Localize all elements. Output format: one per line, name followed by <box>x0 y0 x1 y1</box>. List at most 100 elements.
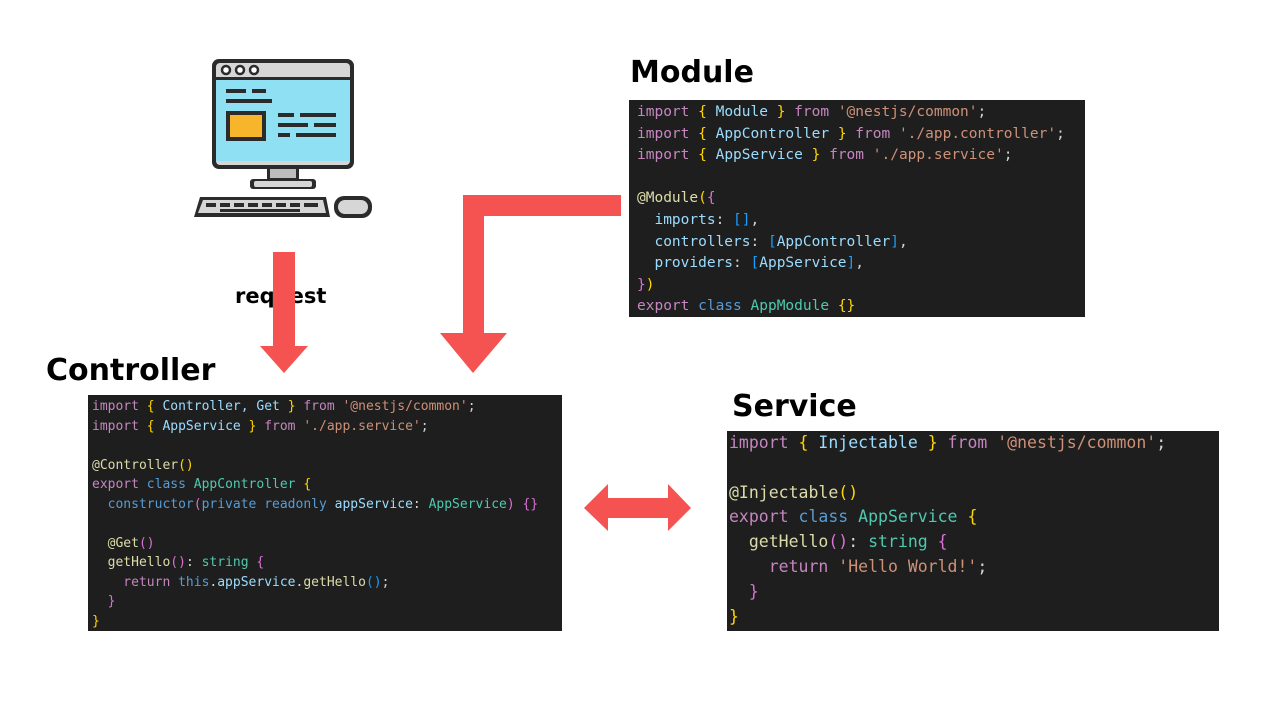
code-line: import { AppService } from './app.servic… <box>637 145 1085 167</box>
code-token: ) <box>185 457 194 473</box>
code-token: [] <box>733 211 751 228</box>
code-token: } <box>729 581 759 601</box>
code-token <box>689 147 698 163</box>
code-line: } <box>92 612 562 632</box>
code-token <box>958 507 968 526</box>
code-token: ) <box>178 555 186 570</box>
code-token: './app.service' <box>303 418 421 434</box>
code-token: providers <box>637 255 734 272</box>
code-token: imports <box>637 211 716 228</box>
code-token: { <box>256 555 265 570</box>
code-token: '@nestjs/common' <box>342 399 468 414</box>
code-token: return <box>92 574 179 590</box>
service-title: Service <box>732 389 857 424</box>
controller-title: Controller <box>46 353 216 388</box>
code-token: getHello <box>729 532 829 552</box>
code-token: : <box>848 532 869 552</box>
code-token: AppModule <box>750 298 830 315</box>
code-token: } <box>927 433 938 452</box>
code-token: ) <box>838 532 849 552</box>
code-token: @Get <box>92 535 139 551</box>
code-token: } <box>248 418 257 434</box>
code-token: { <box>967 507 978 527</box>
code-token: } <box>92 613 100 629</box>
code-token: controllers <box>637 233 751 250</box>
code-token: { <box>698 104 707 120</box>
code-token: ( <box>365 574 374 590</box>
code-token: ; <box>1056 125 1065 142</box>
code-token: ) <box>373 574 382 590</box>
service-code-panel: import { Injectable } from '@nestjs/comm… <box>727 431 1219 631</box>
code-token: AppService <box>706 147 812 164</box>
controller-service-arrow <box>584 484 691 531</box>
code-token: {} <box>837 298 856 315</box>
code-token: { <box>146 399 155 414</box>
code-token: Module <box>706 104 777 120</box>
code-token: '@nestjs/common' <box>837 104 978 120</box>
code-token: import <box>92 418 139 434</box>
code-line: controllers: [AppController], <box>637 232 1085 254</box>
code-line: import { Module } from '@nestjs/common'; <box>637 102 1085 124</box>
code-token: from <box>820 147 873 164</box>
code-line: return 'Hello World!'; <box>729 555 1219 580</box>
code-token: { <box>798 433 809 452</box>
code-token: import <box>729 433 789 452</box>
code-token: , <box>855 255 865 272</box>
code-token: ) <box>848 482 859 502</box>
code-token: ; <box>381 574 390 590</box>
code-token: [ <box>750 255 760 272</box>
code-token: @Controller <box>92 457 179 473</box>
code-token: , <box>750 211 760 228</box>
code-token: appService <box>334 496 413 512</box>
module-title: Module <box>630 55 754 90</box>
code-token: this <box>178 574 210 590</box>
code-token: } <box>776 104 786 120</box>
code-token: AppService <box>858 507 958 527</box>
code-token: } <box>837 125 847 142</box>
code-line: }) <box>637 275 1085 297</box>
code-line: return this.appService.getHello(); <box>92 573 562 593</box>
code-line <box>729 456 1219 481</box>
code-token: AppController <box>706 125 838 142</box>
code-line: imports: [], <box>637 210 1085 232</box>
code-token <box>789 433 799 452</box>
code-token: ; <box>467 399 476 414</box>
code-token: from <box>846 125 899 142</box>
code-token: . <box>209 574 218 590</box>
code-token: private readonly <box>201 496 335 512</box>
code-token: { <box>303 477 312 492</box>
code-token: '@nestjs/common' <box>997 433 1157 452</box>
code-token: } <box>287 399 296 414</box>
code-token: ( <box>838 482 849 502</box>
code-token: ; <box>1156 433 1167 452</box>
code-token: string <box>201 555 249 570</box>
code-token: ] <box>890 233 899 250</box>
code-token: { <box>698 147 707 164</box>
code-token: ( <box>698 190 707 207</box>
code-token: './app.controller' <box>898 125 1057 142</box>
code-token: import <box>637 125 690 142</box>
code-line: providers: [AppService], <box>637 253 1085 275</box>
code-token: ( <box>178 457 186 473</box>
code-token <box>689 104 698 120</box>
code-line: } <box>729 605 1219 630</box>
code-token: ( <box>828 532 839 552</box>
code-token: { <box>706 190 716 207</box>
code-token <box>928 532 938 551</box>
code-token: getHello <box>303 574 366 590</box>
code-line: } <box>729 580 1219 605</box>
code-line: getHello(): string { <box>92 553 562 573</box>
code-token: return <box>729 556 839 576</box>
code-token: export <box>637 298 690 315</box>
code-token <box>515 497 523 512</box>
code-token: Controller, Get <box>154 399 288 414</box>
code-token: : <box>412 496 429 512</box>
code-token: ) <box>146 535 155 551</box>
code-line: @Get() <box>92 534 562 554</box>
code-token: ; <box>420 418 429 434</box>
code-token: } <box>637 276 646 293</box>
code-token <box>829 298 838 314</box>
code-token: class <box>689 298 751 315</box>
code-line: constructor(private readonly appService:… <box>92 495 562 515</box>
code-token: 'Hello World!' <box>838 556 978 576</box>
